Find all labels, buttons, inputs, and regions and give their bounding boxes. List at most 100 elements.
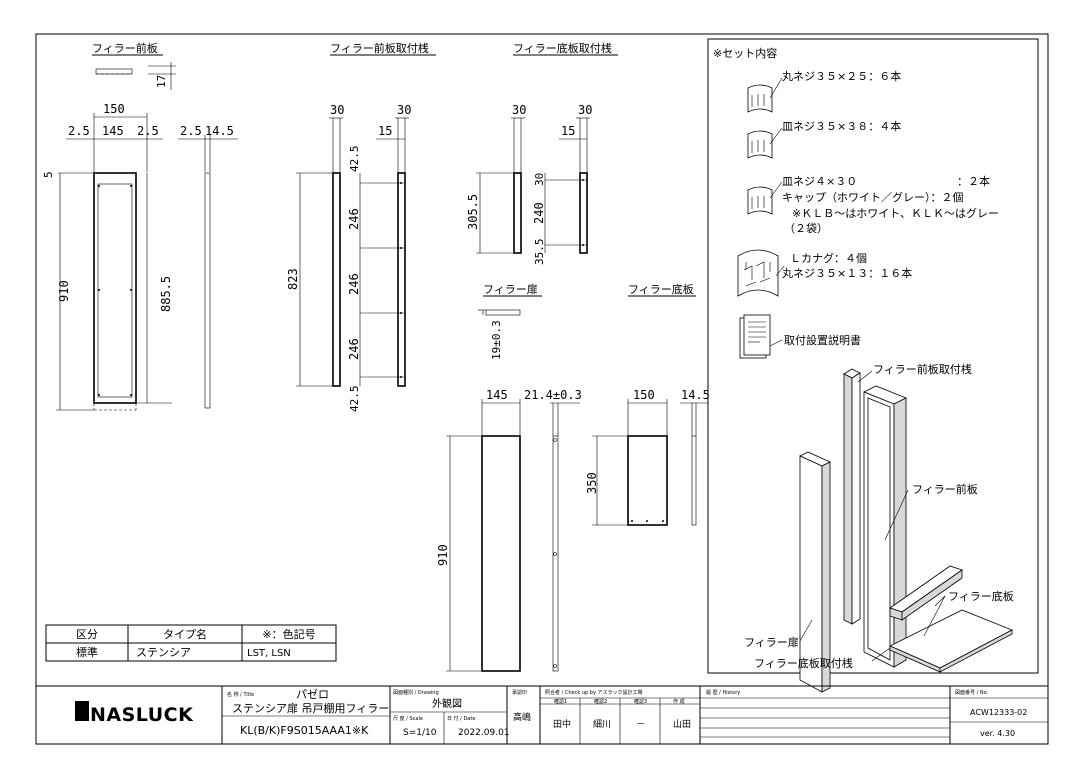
check3-name: － (636, 720, 645, 730)
dim-ff-246c: 246 (347, 338, 361, 360)
product-subname: ステンシア扉 吊戸棚用フィラー (232, 701, 389, 715)
set-item5: 取付設置説明書 (784, 333, 861, 347)
set-item3a: 皿ネジ４×３０ (782, 175, 857, 188)
title-door: フィラー扉 (483, 283, 538, 296)
dim-dr-145: 145 (486, 388, 508, 402)
manual-icon (739, 314, 771, 359)
scale-label: 尺 度 / Scale (393, 715, 423, 722)
dim-bf-240: 240 (532, 202, 546, 224)
dim-bf-35-5: 35.5 (533, 239, 546, 266)
dim-fb-5: 5 (42, 171, 55, 178)
title-bottom-frame: フィラー底板取付桟 (513, 41, 612, 55)
date-value: 2022.09.01 (458, 728, 510, 738)
set-item2: 皿ネジ３５×３８：４本 (782, 119, 901, 133)
front-frame-member-left (332, 172, 341, 387)
approve-label: 承認印 (512, 689, 527, 696)
type-header-category: 区分 (76, 628, 98, 641)
dim-fb-14-5: 14.5 (205, 124, 234, 138)
dim-fb-2-5a: 2.5 (68, 124, 90, 138)
dim-dr-19: 19±0.3 (490, 320, 503, 360)
dim-dr-910: 910 (436, 544, 450, 566)
check1-name: 田中 (553, 718, 571, 730)
set-item3c: ※ＫＬＢ～はホワイト、ＫＬＫ～はグレー (792, 206, 999, 220)
set-header: ※セット内容 (713, 46, 777, 60)
author-label: 作 成 (673, 698, 685, 705)
type-header-colorcode: ※：色記号 (262, 627, 315, 641)
bottom-board-side (691, 435, 697, 526)
set-item3d: （２袋） (784, 221, 828, 235)
dim-bf-15: 15 (561, 124, 575, 138)
number-label: 図面番号 / No. (955, 689, 989, 696)
sheet-border (35, 33, 1049, 745)
dim-bb-350: 350 (585, 472, 599, 494)
set-item3a-qty: ：２本 (957, 174, 990, 188)
type-cell-category: 標準 (76, 645, 98, 659)
countersunk-screw-bag-icon (747, 130, 773, 159)
dim-bb-150: 150 (633, 388, 655, 402)
screw-cap-bag-icon (747, 186, 773, 215)
name-label: 名 称 / Title (227, 691, 254, 698)
front-frame-member-right (397, 172, 406, 387)
check2-name: 細川 (593, 718, 611, 730)
front-board-side (204, 172, 211, 409)
label-door: フィラー扉 (744, 636, 799, 649)
scale-value: S=1/10 (403, 728, 437, 738)
title-front-board: フィラー前板 (92, 41, 158, 55)
set-contents: ※セット内容 丸ネジ３５×２５：６本 皿ネジ３５×３８：４本 皿ネジ４×３０ ：… (707, 38, 1039, 693)
bottom-board-view: フィラー底板 150 14.5 350 (585, 282, 710, 526)
dim-ff-15: 15 (378, 124, 392, 138)
dim-ff-246a: 246 (347, 208, 361, 230)
company-logo: NASLUCK (90, 704, 194, 726)
date-label: 日 付 / Date (447, 715, 475, 722)
title-block: NASLUCK 名 称 / Title パゼロ ステンシア扉 吊戸棚用フィラー … (36, 685, 1048, 744)
set-item3b: キャップ（ホワイト／グレー）：２個 (782, 190, 964, 204)
dim-bf-305-5: 305.5 (466, 194, 480, 230)
dim-bf-30c: 30 (533, 173, 546, 186)
drawing-number: ACW12333-02 (970, 708, 1027, 717)
drawing-type: 外観図 (432, 697, 462, 710)
screw-bag-icon (747, 84, 773, 113)
dim-fb-145: 145 (102, 124, 124, 138)
dim-bb-14-5: 14.5 (681, 388, 710, 402)
type-cell-colorcode: LST, LSN (247, 648, 291, 659)
dim-dr-21-4: 21.4±0.3 (524, 388, 582, 402)
door-side (552, 435, 559, 672)
check-label: 照合者 / Check up by アスラック設計工場 (545, 689, 643, 696)
drawing-version: ver. 4.30 (980, 729, 1015, 738)
label-bottom-frame: フィラー底板取付桟 (754, 656, 853, 670)
dim-ff-823: 823 (286, 268, 300, 290)
title-front-frame: フィラー前板取付桟 (330, 41, 429, 55)
dim-bf-30b: 30 (578, 103, 592, 117)
front-board-panel (93, 172, 137, 404)
logo-mark (75, 701, 89, 721)
dim-ff-42-5b: 42.5 (348, 386, 361, 413)
bottom-frame-member-right (579, 172, 588, 254)
bottom-frame-member-left (513, 172, 522, 254)
product-name: パゼロ (296, 688, 329, 701)
drawing-label: 図面種別 / Drawing (393, 689, 439, 696)
set-item1: 丸ネジ３５×２５：６本 (782, 69, 901, 83)
dim-ff-246b: 246 (347, 273, 361, 295)
dim-fb-885-5: 885.5 (159, 276, 173, 312)
dim-fb-2-5b: 2.5 (137, 124, 159, 138)
model-number: KL(B/K)F9S015AAA1※K (240, 724, 369, 737)
bottom-frame-view: フィラー底板取付桟 30 30 15 30 240 35.5 305.5 (466, 41, 618, 265)
dim-fb-2-5c: 2.5 (180, 124, 202, 138)
set-contents-box (707, 38, 1039, 674)
door-view: フィラー扉 19±0.3 145 21.4±0.3 910 (436, 283, 582, 672)
label-bottom-board: フィラー底板 (948, 589, 1014, 603)
type-cell-typename: ステンシア (136, 646, 191, 659)
check1-label: 確認1 (554, 698, 567, 705)
history-label: 履 歴 / History (706, 690, 740, 696)
front-board-view: フィラー前板 17 150 2.5 145 2.5 2.5 14.5 5 (42, 41, 238, 411)
dim-fb-150: 150 (103, 102, 125, 116)
approver-name: 高嶋 (513, 711, 531, 723)
check3-label: 確認3 (634, 698, 647, 705)
dim-ff-30a: 30 (330, 103, 344, 117)
title-bottom-board: フィラー底板 (628, 282, 694, 296)
set-item4a: Ｌカナグ：４個 (790, 251, 867, 265)
dim-ff-42-5a: 42.5 (348, 146, 361, 173)
author-name: 山田 (673, 719, 691, 730)
label-front-frame: フィラー前板取付桟 (873, 362, 972, 376)
